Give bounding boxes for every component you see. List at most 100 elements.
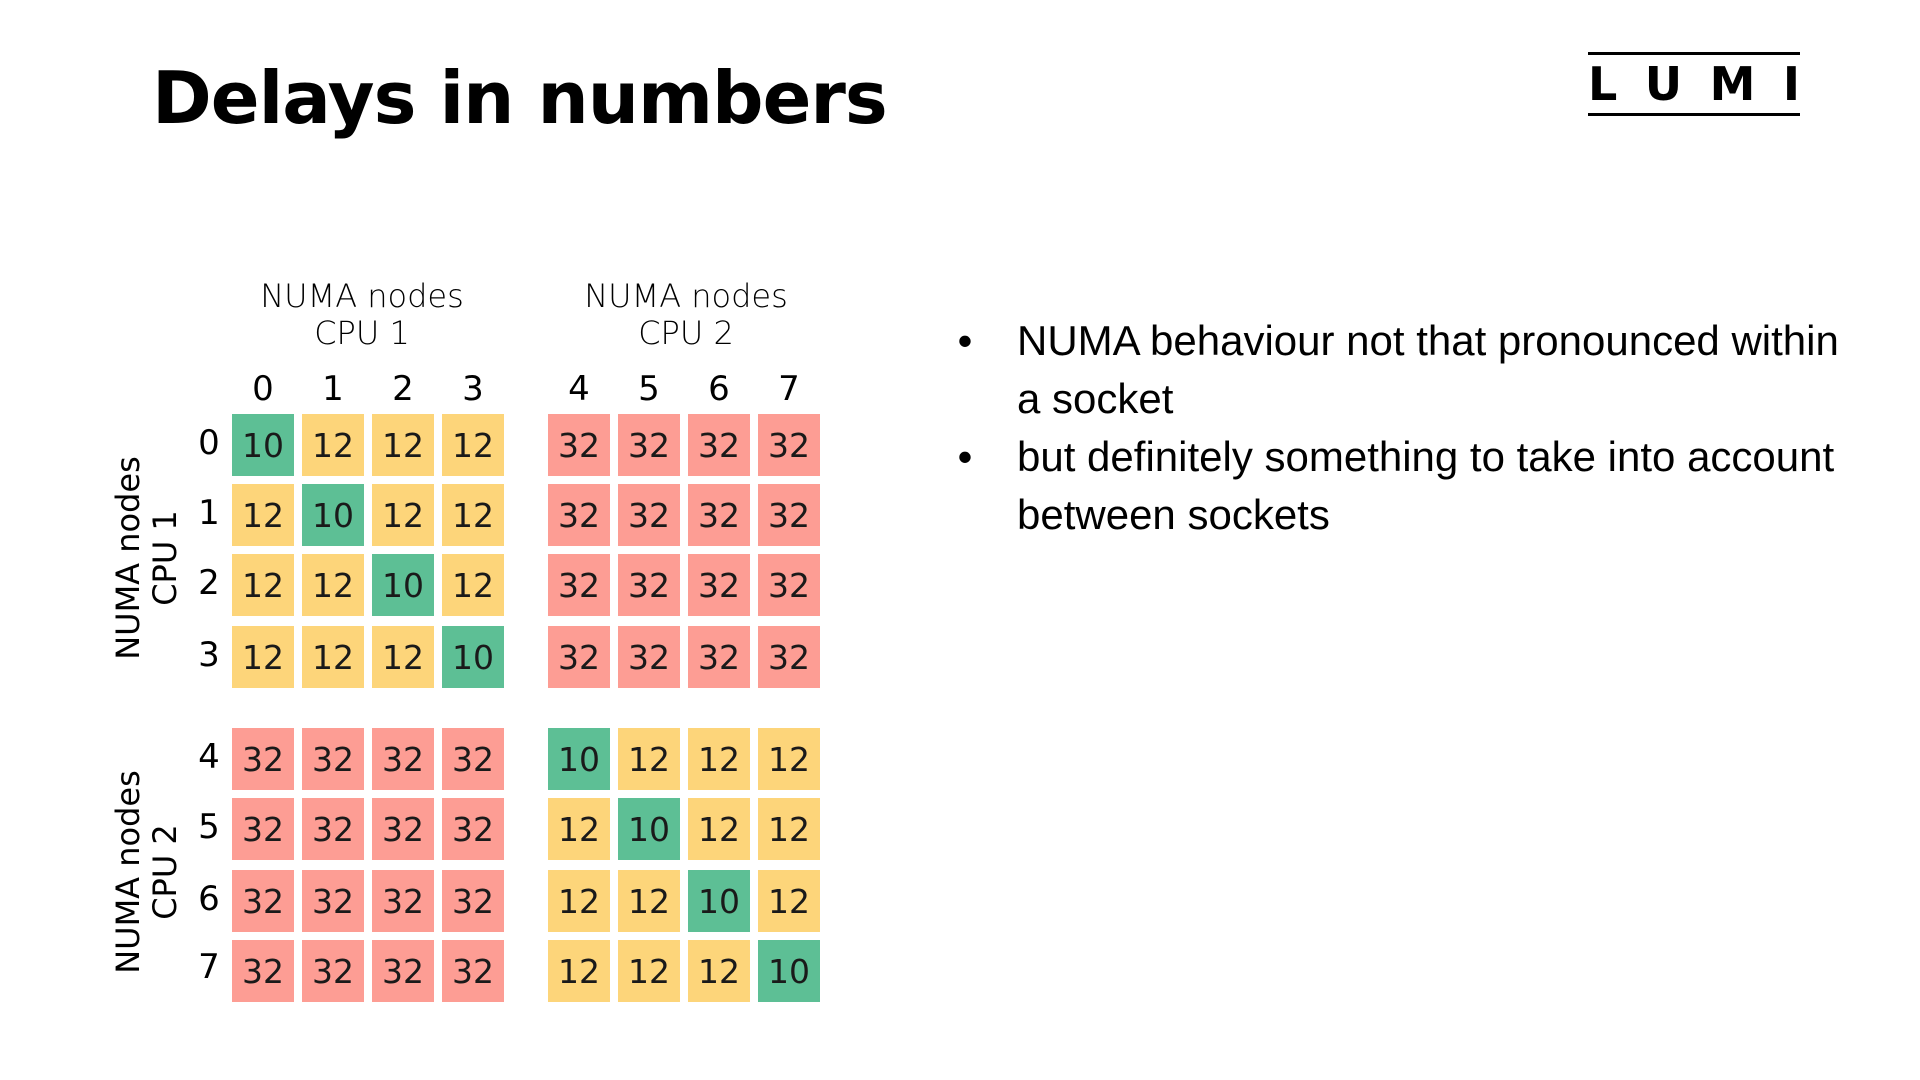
- matrix-cell: 32: [442, 870, 504, 932]
- matrix-cell: 10: [618, 798, 680, 860]
- matrix-cell: 32: [232, 728, 294, 790]
- matrix-cell: 32: [372, 728, 434, 790]
- row-label: 0: [198, 423, 220, 463]
- matrix-cell: 32: [302, 728, 364, 790]
- matrix-cell: 12: [548, 940, 610, 1002]
- slide-title: Delays in numbers: [152, 56, 888, 140]
- col-label: 3: [462, 369, 484, 409]
- col-label: 6: [708, 369, 730, 409]
- col-group-header-line: CPU 2: [638, 314, 734, 352]
- col-label: 7: [778, 369, 800, 409]
- matrix-cell: 12: [232, 626, 294, 688]
- matrix-cell: 32: [758, 626, 820, 688]
- matrix-cell: 12: [232, 554, 294, 616]
- row-group-header-line: NUMA nodes: [109, 770, 147, 974]
- matrix-cell: 32: [442, 940, 504, 1002]
- matrix-cell: 32: [548, 484, 610, 546]
- row-label: 3: [198, 635, 220, 675]
- matrix-cell: 12: [442, 554, 504, 616]
- matrix-cell: 12: [758, 728, 820, 790]
- matrix-cell: 12: [302, 414, 364, 476]
- matrix-cell: 12: [618, 728, 680, 790]
- row-group-header-line: CPU 2: [146, 824, 184, 920]
- col-group-header-cpu2: NUMA nodes CPU 2: [556, 278, 816, 352]
- matrix-cell: 12: [372, 626, 434, 688]
- matrix-cell: 32: [758, 554, 820, 616]
- matrix-cell: 32: [688, 626, 750, 688]
- row-label: 2: [198, 563, 220, 603]
- bullet-item: • NUMA behaviour not that pronounced wit…: [955, 312, 1855, 428]
- matrix-cell: 12: [758, 870, 820, 932]
- matrix-cell: 12: [442, 414, 504, 476]
- matrix-cell: 32: [232, 940, 294, 1002]
- bullet-text: but definitely something to take into ac…: [1017, 433, 1835, 538]
- matrix-cell: 32: [548, 414, 610, 476]
- matrix-cell: 32: [548, 626, 610, 688]
- row-group-header-cpu2: NUMA nodes CPU 2: [109, 732, 190, 1012]
- matrix-cell: 12: [302, 554, 364, 616]
- logo-letter: I: [1782, 57, 1800, 111]
- col-label: 0: [252, 369, 274, 409]
- matrix-cell: 32: [688, 484, 750, 546]
- matrix-cell: 32: [302, 798, 364, 860]
- logo-bottom-rule: [1588, 113, 1800, 116]
- matrix-cell: 12: [302, 626, 364, 688]
- matrix-cell: 12: [548, 798, 610, 860]
- col-group-header-cpu1: NUMA nodes CPU 1: [232, 278, 492, 352]
- matrix-cell: 12: [688, 940, 750, 1002]
- lumi-logo: L U M I: [1588, 52, 1800, 116]
- matrix-cell: 12: [442, 484, 504, 546]
- logo-letter: L: [1588, 57, 1618, 111]
- bullet-item: • but definitely something to take into …: [955, 428, 1855, 544]
- row-group-header-line: NUMA nodes: [109, 456, 147, 660]
- col-label: 1: [322, 369, 344, 409]
- matrix-cell: 12: [372, 484, 434, 546]
- matrix-cell: 32: [618, 554, 680, 616]
- matrix-cell: 12: [688, 728, 750, 790]
- matrix-cell: 32: [442, 728, 504, 790]
- matrix-cell: 32: [442, 798, 504, 860]
- matrix-cell: 10: [372, 554, 434, 616]
- row-group-header-line: CPU 1: [146, 510, 184, 606]
- bullet-marker: •: [957, 433, 973, 480]
- matrix-cell: 12: [232, 484, 294, 546]
- matrix-cell: 32: [688, 554, 750, 616]
- matrix-cell: 32: [688, 414, 750, 476]
- matrix-cell: 32: [618, 484, 680, 546]
- col-label: 4: [568, 369, 590, 409]
- col-label: 2: [392, 369, 414, 409]
- matrix-cell: 32: [302, 940, 364, 1002]
- matrix-cell: 12: [548, 870, 610, 932]
- bullet-marker: •: [957, 317, 973, 364]
- logo-letters: L U M I: [1588, 57, 1800, 111]
- logo-top-rule: [1588, 52, 1800, 55]
- bullet-text: NUMA behaviour not that pronounced withi…: [1017, 317, 1839, 422]
- matrix-cell: 12: [758, 798, 820, 860]
- row-group-header-cpu1: NUMA nodes CPU 1: [109, 418, 190, 698]
- matrix-cell: 10: [548, 728, 610, 790]
- matrix-cell: 12: [688, 798, 750, 860]
- matrix-cell: 32: [302, 870, 364, 932]
- matrix-cell: 32: [372, 940, 434, 1002]
- matrix-cell: 32: [232, 798, 294, 860]
- matrix-cell: 12: [618, 940, 680, 1002]
- matrix-cell: 32: [618, 626, 680, 688]
- matrix-cell: 32: [758, 414, 820, 476]
- matrix-cell: 32: [372, 798, 434, 860]
- row-label: 6: [198, 879, 220, 919]
- row-label: 1: [198, 493, 220, 533]
- bullet-list: • NUMA behaviour not that pronounced wit…: [955, 312, 1855, 544]
- matrix-cell: 12: [618, 870, 680, 932]
- matrix-cell: 10: [232, 414, 294, 476]
- col-group-header-line: NUMA nodes: [260, 277, 464, 315]
- matrix-cell: 32: [618, 414, 680, 476]
- matrix-cell: 10: [302, 484, 364, 546]
- row-label: 7: [198, 947, 220, 987]
- matrix-cell: 12: [372, 414, 434, 476]
- matrix-cell: 10: [442, 626, 504, 688]
- matrix-cell: 32: [232, 870, 294, 932]
- matrix-cell: 10: [758, 940, 820, 1002]
- matrix-cell: 10: [688, 870, 750, 932]
- col-group-header-line: CPU 1: [314, 314, 410, 352]
- row-label: 4: [198, 737, 220, 777]
